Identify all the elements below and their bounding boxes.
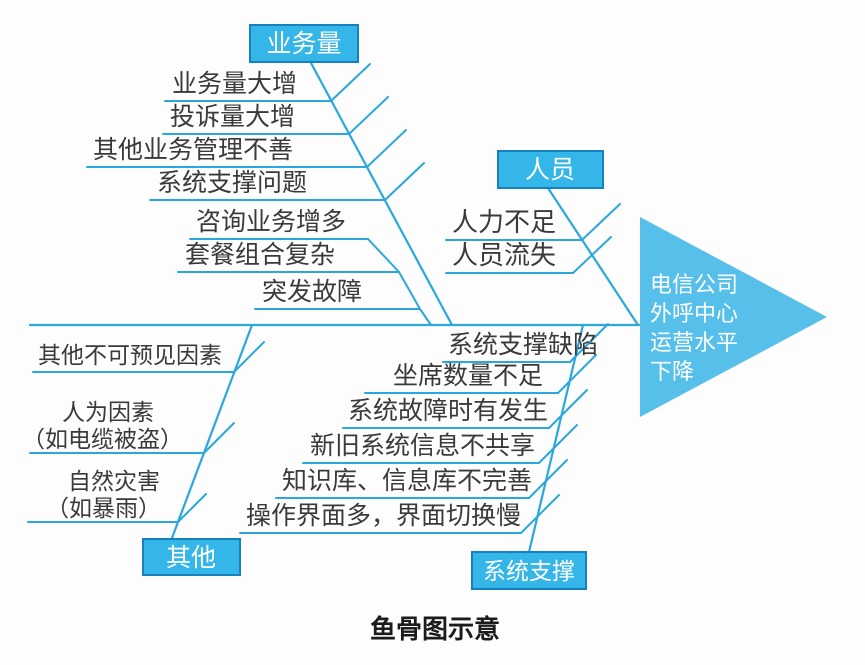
item-text-personnel-1: 人力不足 — [452, 208, 556, 238]
category-label-volume: 业务量 — [266, 29, 341, 58]
rib-stub-personnel-1 — [581, 203, 621, 241]
item-text-system-2: 坐席数量不足 — [393, 361, 543, 390]
category-box-personnel — [497, 150, 604, 189]
item-text-system-3: 系统故障时有发生 — [348, 396, 548, 425]
rib-stub-volume-5 — [367, 238, 400, 273]
category-label-system: 系统支撑 — [483, 559, 575, 585]
diagram-caption: 鱼骨图示意 — [370, 614, 500, 645]
rib-stub-system-2 — [557, 354, 597, 394]
item-text-volume-4: 系统支撑问题 — [157, 168, 307, 197]
head-text-line-1: 电信公司 — [650, 273, 738, 298]
head-text-line-2: 外呼中心 — [650, 302, 738, 327]
item-text-volume-1: 业务量大增 — [172, 69, 297, 98]
item-text-system-6: 操作界面多，界面切换慢 — [246, 501, 521, 530]
item-text-volume-7: 突发故障 — [262, 277, 362, 306]
rib-stub-system-3 — [548, 389, 588, 429]
bone-system — [527, 323, 585, 554]
category-label-personnel: 人员 — [525, 155, 575, 184]
item-text-volume-5: 咨询业务增多 — [196, 207, 346, 236]
rib-stub-volume-6 — [398, 271, 421, 310]
category-label-other: 其他 — [166, 543, 216, 572]
rib-stub-system-4 — [538, 424, 578, 464]
rib-stub-personnel-2 — [572, 236, 612, 274]
bone-other — [170, 323, 254, 540]
rib-stub-volume-4 — [384, 162, 425, 201]
head-text-line-4: 下降 — [650, 360, 694, 385]
item-text-other-1: 其他不可预见因素 — [38, 343, 222, 369]
item-text-other-2-line-2: （如电缆被盗） — [22, 427, 183, 453]
fish-head-arrow — [640, 217, 827, 417]
category-box-system — [471, 551, 587, 590]
head-text-line-3: 运营水平 — [650, 331, 738, 356]
rib-stub-volume-3 — [366, 129, 407, 168]
rib-stub-other-2 — [203, 422, 235, 454]
item-text-system-1: 系统支撑缺陷 — [448, 330, 598, 359]
item-text-volume-6: 套餐组合复杂 — [185, 240, 335, 269]
rib-stub-system-6 — [520, 494, 560, 534]
bone-personnel — [546, 186, 640, 327]
item-text-other-3-line-1: 自然灾害 — [68, 469, 160, 495]
rib-stub-volume-1 — [330, 63, 371, 102]
item-text-personnel-2: 人员流失 — [452, 241, 556, 271]
rib-stub-volume-7 — [419, 308, 432, 326]
item-text-other-2-line-1: 人为因素 — [62, 400, 154, 426]
item-text-volume-2: 投诉量大增 — [170, 102, 295, 131]
bone-volume — [309, 61, 454, 327]
item-text-system-4: 新旧系统信息不共享 — [310, 431, 535, 460]
category-box-other — [142, 538, 241, 576]
item-text-volume-3: 其他业务管理不善 — [93, 135, 293, 164]
item-text-system-5: 知识库、信息库不完善 — [282, 466, 532, 495]
rib-stub-system-5 — [528, 459, 568, 499]
item-text-other-3-line-2: （如暴雨） — [46, 496, 161, 522]
rib-stub-system-1 — [569, 323, 609, 363]
rib-stub-other-3 — [177, 493, 207, 523]
category-box-volume — [249, 24, 359, 63]
rib-stub-other-1 — [233, 341, 265, 373]
rib-stub-volume-2 — [348, 96, 389, 135]
